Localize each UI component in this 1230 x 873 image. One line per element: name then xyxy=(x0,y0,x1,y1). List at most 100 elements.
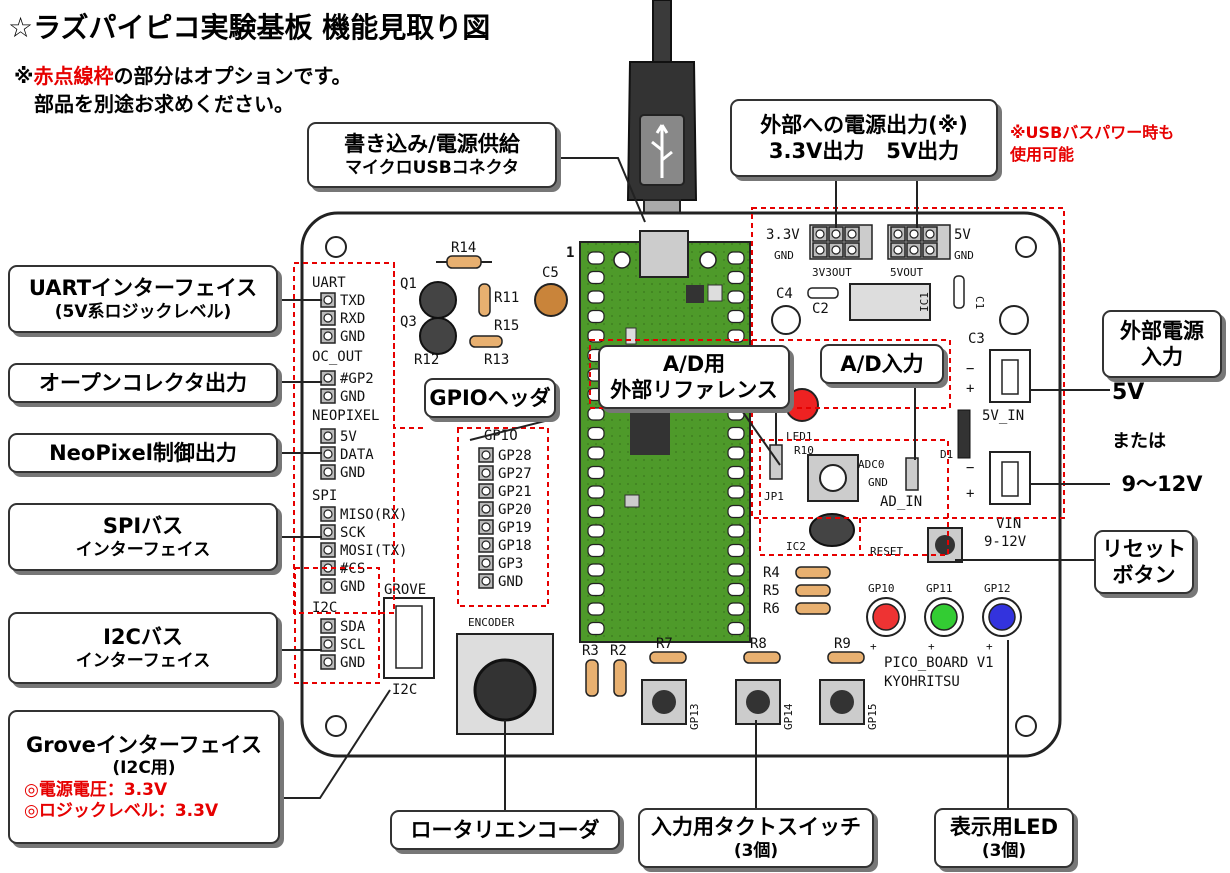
svg-text:IC2: IC2 xyxy=(786,540,806,553)
silk-gp12: GP12 xyxy=(984,582,1011,595)
svg-text:Q1: Q1 xyxy=(400,276,417,292)
pico-pad xyxy=(587,524,605,538)
capacitor-c1 xyxy=(953,275,965,309)
svg-text:R12: R12 xyxy=(414,352,439,368)
svg-text:5VOUT: 5VOUT xyxy=(890,266,923,279)
pico-pad xyxy=(727,504,745,519)
resistor-r8 xyxy=(743,651,781,664)
silk-gpio: GPIO xyxy=(484,428,518,444)
svg-text:JP1: JP1 xyxy=(764,490,784,503)
svg-text:ENCODER: ENCODER xyxy=(468,616,515,629)
pico-pad xyxy=(727,426,745,441)
silk-pin-label: GND xyxy=(340,655,365,671)
resistor-r3 xyxy=(585,659,599,697)
pico-pad xyxy=(727,563,745,577)
silk-pin-label: MOSI(TX) xyxy=(340,543,407,559)
pico-pad xyxy=(587,270,605,285)
option-note-line1: ※赤点線枠の部分はオプションです。 xyxy=(14,64,352,88)
svg-text:I2C: I2C xyxy=(392,682,417,698)
svg-text:LED1: LED1 xyxy=(786,430,813,443)
svg-text:C5: C5 xyxy=(542,265,559,281)
jumper-jp1 xyxy=(769,444,783,480)
pico-pad xyxy=(727,485,745,499)
silk-r5: R5 xyxy=(763,583,780,599)
svg-text:5V_IN: 5V_IN xyxy=(982,408,1024,424)
led-gp12 xyxy=(988,603,1016,631)
header-ad-in xyxy=(905,457,919,491)
pico-pad xyxy=(727,621,745,636)
pico-pad xyxy=(727,602,745,616)
svg-text:+: + xyxy=(928,640,935,653)
callout-display-led: 表示用LED (3個) xyxy=(934,808,1074,868)
transistor-q3 xyxy=(419,317,457,355)
pico-pad xyxy=(587,446,605,460)
label-or: または xyxy=(1112,431,1166,452)
option-note: ※赤点線枠の部分はオプションです。 部品を別途お求めください。 xyxy=(14,62,351,118)
pico-pad xyxy=(587,465,605,480)
pico-pad xyxy=(587,621,605,636)
silk-pin-label: 5V xyxy=(340,429,357,445)
pico-pad xyxy=(587,504,605,519)
silk-gpio-pin: GP20 xyxy=(498,502,532,518)
pico-pad xyxy=(727,465,745,480)
page-title: ☆ラズパイピコ実験基板 機能見取り図 xyxy=(8,11,491,44)
pico-usb-connector xyxy=(639,230,689,278)
callout-ad-input: A/D入力 xyxy=(820,344,944,384)
svg-text:R15: R15 xyxy=(494,318,519,334)
resistor-r6 xyxy=(795,602,831,615)
svg-text:+: + xyxy=(966,486,974,502)
resistor-r15 xyxy=(469,335,503,348)
svg-text:+: + xyxy=(986,640,993,653)
svg-text:R10: R10 xyxy=(794,444,814,457)
silk-i2c: I2C xyxy=(312,600,337,616)
svg-text:3.3V: 3.3V xyxy=(766,227,800,243)
mount-hole-br xyxy=(1015,715,1037,737)
silk-pin-label: SCL xyxy=(340,637,365,653)
svg-text:R14: R14 xyxy=(451,240,476,256)
callout-encoder: ロータリエンコーダ xyxy=(390,810,620,850)
trimmer-r10 xyxy=(807,454,859,502)
silk-pin-label: DATA xyxy=(340,447,374,463)
resistor-r7 xyxy=(649,651,687,664)
pico-pad xyxy=(587,309,605,324)
svg-text:C4: C4 xyxy=(776,286,793,302)
resistor-r2 xyxy=(613,659,627,697)
silk-pin-label: MISO(RX) xyxy=(340,507,407,523)
callout-grove: Groveインターフェイス (I2C用) ◎電源電圧：3.3V ◎ロジックレベル… xyxy=(8,710,280,844)
svg-text:D1: D1 xyxy=(940,448,953,461)
mount-hole-tr xyxy=(1015,236,1037,258)
resistor-r5 xyxy=(795,584,831,597)
callout-neopixel: NeoPixel制御出力 xyxy=(8,433,278,473)
svg-text:+: + xyxy=(966,381,974,397)
svg-text:R11: R11 xyxy=(494,290,519,306)
option-note-red: 赤点線枠 xyxy=(33,64,114,88)
resistor-r9 xyxy=(827,651,865,664)
pico-pad xyxy=(727,582,745,597)
silk-pin-label: SDA xyxy=(340,619,366,635)
callout-i2c: I2Cバス インターフェイス xyxy=(8,612,278,684)
svg-text:R13: R13 xyxy=(484,352,509,368)
silk-pin-label: GND xyxy=(340,465,365,481)
pico-pad xyxy=(587,602,605,616)
label-5v: 5V xyxy=(1112,380,1145,405)
pico-pad xyxy=(727,309,745,324)
silk-pin-label: #GP2 xyxy=(340,371,374,387)
svg-text:C3: C3 xyxy=(968,331,985,347)
ic2-reference xyxy=(809,513,855,547)
callout-uart: UARTインターフェイス (5V系ロジックレベル) xyxy=(8,265,278,333)
mount-hole-tl xyxy=(325,236,347,258)
callout-ext-power-in: 外部電源 入力 xyxy=(1102,310,1222,378)
svg-text:5V: 5V xyxy=(954,227,971,243)
silk-r6: R6 xyxy=(763,601,780,617)
led-gp11 xyxy=(930,603,958,631)
silk-gp10: GP10 xyxy=(868,582,895,595)
silk-gpio-pin: GP27 xyxy=(498,466,532,482)
svg-text:3V3OUT: 3V3OUT xyxy=(812,266,852,279)
silk-gpio-pin: GP18 xyxy=(498,538,532,554)
pico-pad xyxy=(727,329,745,343)
usb-cable xyxy=(652,0,672,63)
svg-text:GND: GND xyxy=(868,476,888,489)
